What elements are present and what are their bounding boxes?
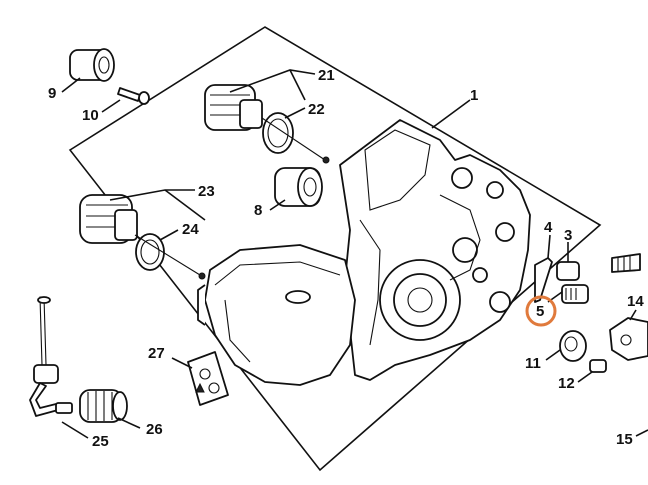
label-22: 22 — [308, 101, 325, 118]
leader-21-b — [289, 69, 306, 101]
part-3-sleeve — [556, 261, 580, 281]
label-26: 26 — [146, 421, 163, 438]
leader-4 — [547, 234, 551, 259]
label-24: 24 — [182, 221, 199, 238]
leader-10 — [101, 99, 121, 113]
leader-12 — [577, 371, 593, 383]
label-15: 15 — [616, 431, 633, 448]
leader-8 — [269, 199, 286, 211]
label-21: 21 — [318, 67, 335, 84]
leader-11 — [545, 349, 561, 361]
label-5: 5 — [536, 303, 544, 320]
part-25-fuel-line — [29, 296, 73, 417]
connector-21 — [261, 117, 326, 161]
part-26-fuel-filter — [79, 389, 128, 423]
part-11-cap — [559, 330, 587, 362]
part-21-valve — [204, 84, 263, 131]
leader-26 — [117, 417, 141, 429]
label-25: 25 — [92, 433, 109, 450]
leader-24 — [159, 229, 179, 241]
leader-22 — [284, 107, 306, 119]
label-14: 14 — [627, 293, 644, 310]
part-24-o-ring — [135, 233, 165, 271]
label-23: 23 — [198, 183, 215, 200]
part-4-clip — [534, 257, 553, 303]
leader-27 — [171, 357, 193, 369]
part-23-valve — [79, 194, 138, 244]
label-4: 4 — [544, 219, 553, 236]
leader-14 — [629, 309, 637, 321]
leader-25 — [61, 421, 89, 439]
part-27-label-plate — [187, 351, 229, 406]
label-9: 9 — [48, 85, 56, 102]
label-10: 10 — [82, 107, 99, 124]
part-10-screw — [117, 87, 150, 105]
part-14-component — [609, 317, 648, 361]
label-11: 11 — [525, 355, 541, 372]
leader-15 — [635, 429, 648, 437]
leader-23-b — [164, 189, 206, 221]
leader-1 — [431, 99, 471, 129]
part-5-stud — [561, 284, 589, 304]
label-1: 1 — [470, 87, 478, 104]
leader-9 — [61, 77, 81, 93]
tank-housing — [197, 244, 356, 386]
crankcase-housing — [339, 119, 531, 381]
highlight-circle-5 — [525, 295, 557, 327]
part-22-o-ring — [262, 112, 294, 154]
part-12-screw — [589, 359, 607, 373]
part-8-bushing — [274, 167, 323, 207]
connector-23 — [134, 234, 201, 276]
part-9-bushing — [69, 48, 115, 82]
label-27: 27 — [148, 345, 165, 362]
label-12: 12 — [558, 375, 575, 392]
label-3: 3 — [564, 227, 572, 244]
part-bolt-right — [611, 253, 641, 273]
label-8: 8 — [254, 202, 262, 219]
